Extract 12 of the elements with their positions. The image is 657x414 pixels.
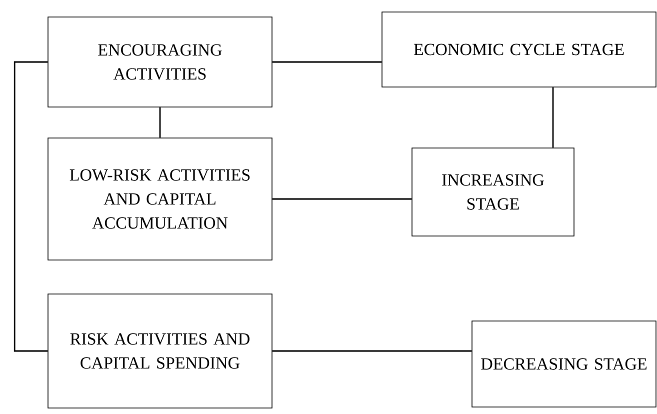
connector-line [272,61,382,63]
process-box: DECREASING STAGE [472,320,656,408]
process-box: ECONOMIC CYCLE STAGE [382,12,656,88]
connector-line [272,198,412,200]
connector-line [552,87,554,148]
process-box: INCREASING STAGE [412,148,574,236]
connector-line [159,107,161,138]
process-box: LOW-RISK ACTIVITIES AND CAPITAL ACCUMULATION [48,138,272,260]
connector-line [14,61,48,352]
connector-line [272,350,472,352]
process-box: RISK ACTIVITIES AND CAPITAL SPENDING [48,294,272,408]
process-box: ENCOURAGING ACTIVITIES [48,16,272,108]
